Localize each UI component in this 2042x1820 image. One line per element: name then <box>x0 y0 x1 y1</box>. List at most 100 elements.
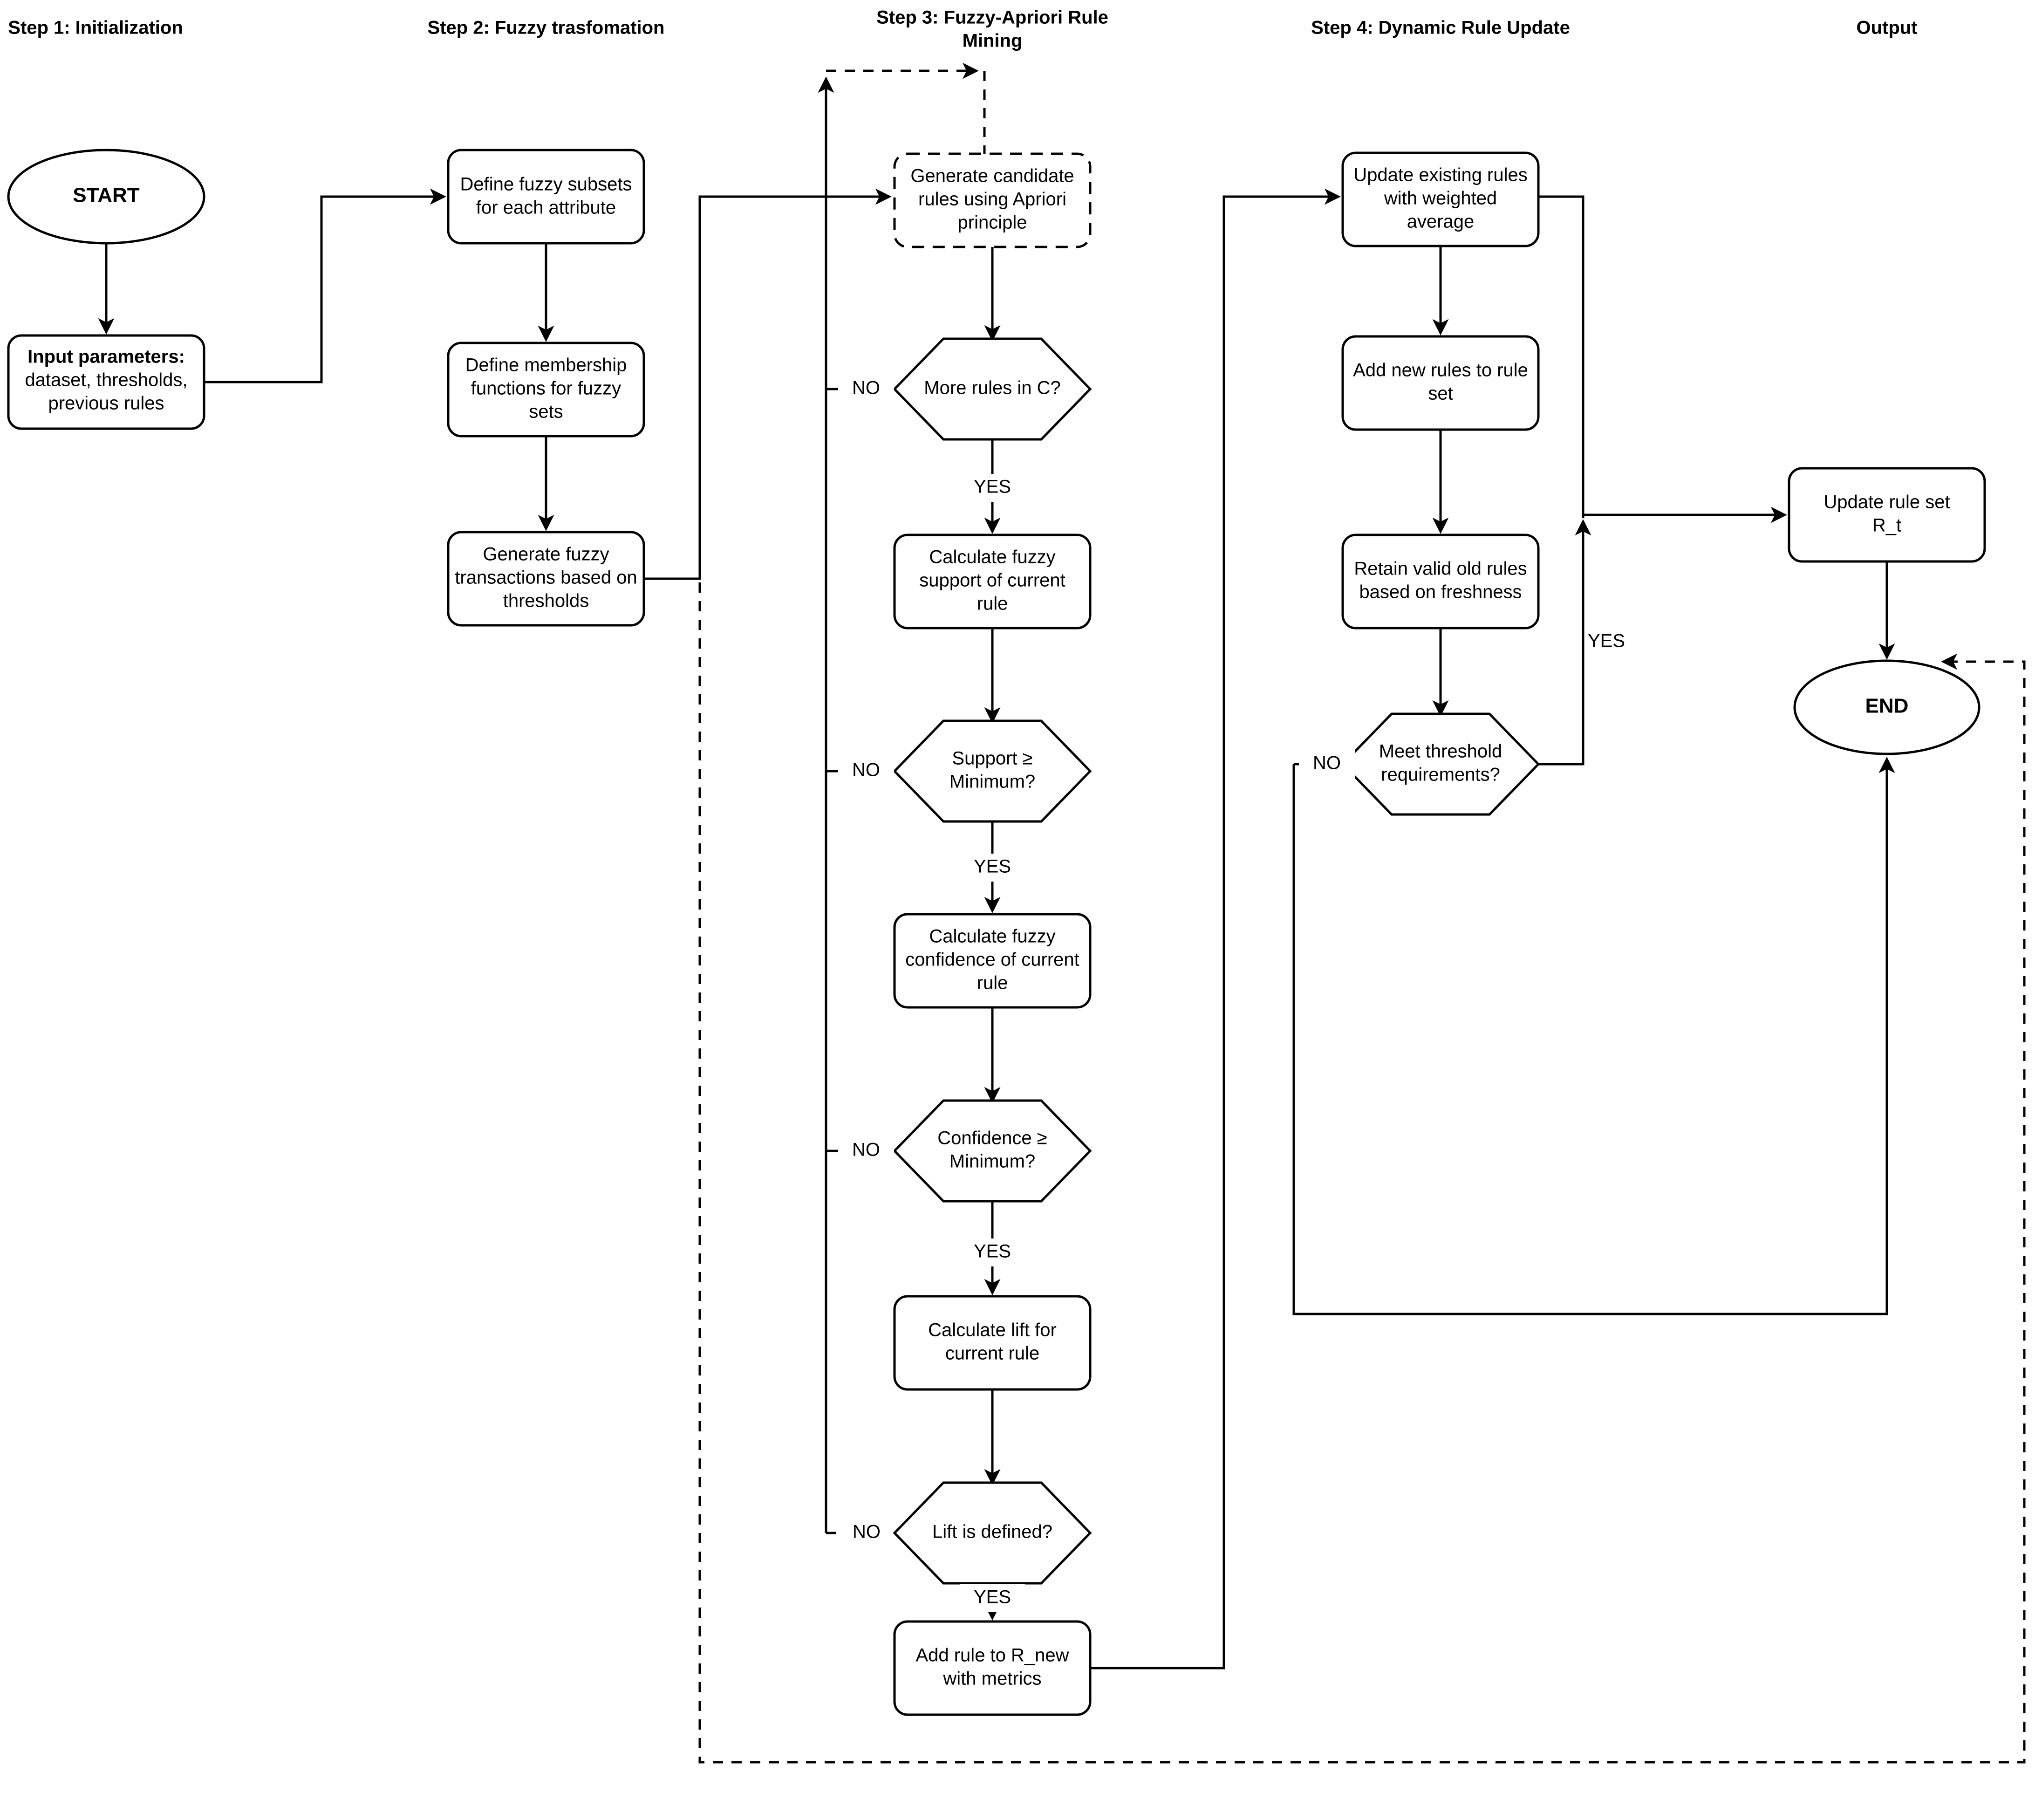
confidence-min-line1: Confidence ≥ <box>937 1128 1047 1149</box>
start-terminator-shape[interactable] <box>7 149 205 245</box>
retain-valid-line2: based on freshness <box>1359 582 1522 602</box>
node-calculate-fuzzy-confidence[interactable]: Calculate fuzzy confidence of current ru… <box>893 913 1092 1009</box>
node-generate-candidate-rules[interactable]: Generate candidate rules using Apriori p… <box>893 152 1092 248</box>
node-calculate-lift[interactable]: Calculate lift for current rule <box>893 1295 1092 1391</box>
end-terminator-shape[interactable] <box>1793 659 1981 755</box>
node-support-minimum-decision[interactable]: Support ≥ Minimum? <box>893 719 1092 823</box>
add-rule-line1: Add rule to R_new <box>915 1645 1069 1666</box>
phase-title-step2: Step 2: Fuzzy trasfomation <box>428 18 665 38</box>
generate-transactions-line1: Generate fuzzy <box>483 544 609 565</box>
yes-support-text: YES <box>974 856 1011 877</box>
update-rule-set-line1: Update rule set <box>1823 492 1950 513</box>
support-min-shape[interactable] <box>893 719 1092 823</box>
more-rules-shape[interactable] <box>893 337 1092 441</box>
define-fuzzy-subsets-line1: Define fuzzy subsets <box>460 174 632 195</box>
calc-confidence-line3: rule <box>977 973 1008 993</box>
node-update-existing-rules[interactable]: Update existing rules with weighted aver… <box>1341 151 1540 247</box>
edge-meet-threshold-no-loop <box>1292 757 1895 1315</box>
retain-valid-shape[interactable] <box>1341 534 1540 629</box>
calc-support-line1: Calculate fuzzy <box>929 547 1055 568</box>
retain-valid-line1: Retain valid old rules <box>1354 559 1527 579</box>
edge-label-yes-threshold: YES <box>1588 631 1625 651</box>
connectors <box>98 62 2026 1764</box>
node-define-fuzzy-subsets[interactable]: Define fuzzy subsets for each attribute <box>447 149 645 245</box>
no-threshold-text: NO <box>1313 753 1341 773</box>
node-update-rule-set[interactable]: Update rule set R_t <box>1788 467 1986 563</box>
generate-transactions-shape[interactable] <box>447 531 645 627</box>
add-new-rules-line1: Add new rules to rule <box>1353 360 1528 381</box>
define-membership-shape[interactable] <box>447 342 645 438</box>
input-parameters-shape[interactable] <box>7 334 205 430</box>
add-new-rules-shape[interactable] <box>1341 335 1540 431</box>
edge-label-yes-confidence: YES <box>960 1238 1025 1266</box>
calc-support-line3: rule <box>977 594 1008 614</box>
node-lift-defined-decision[interactable]: Lift is defined? <box>893 1481 1092 1585</box>
node-add-rule-to-rnew[interactable]: Add rule to R_new with metrics <box>893 1620 1092 1716</box>
meet-threshold-line1: Meet threshold <box>1379 741 1502 762</box>
generate-transactions-line3: thresholds <box>503 591 589 611</box>
confidence-min-line2: Minimum? <box>949 1151 1035 1172</box>
define-fuzzy-subsets-shape[interactable] <box>447 149 645 245</box>
define-membership-line3: sets <box>529 402 563 422</box>
update-existing-line1: Update existing rules <box>1353 165 1528 185</box>
calc-lift-shape[interactable] <box>893 1295 1092 1391</box>
node-generate-fuzzy-transactions[interactable]: Generate fuzzy transactions based on thr… <box>447 531 645 627</box>
calc-confidence-shape[interactable] <box>893 913 1092 1009</box>
lift-defined-shape[interactable] <box>893 1481 1092 1585</box>
update-existing-shape[interactable] <box>1341 151 1540 247</box>
phase-title-step4: Step 4: Dynamic Rule Update <box>1311 18 1570 38</box>
edge-update-existing-right-spine <box>1538 195 1584 518</box>
generate-candidates-line3: principle <box>958 212 1027 233</box>
calc-confidence-line2: confidence of current <box>905 950 1079 970</box>
yes-more-rules-halo <box>960 474 1025 502</box>
generate-candidates-line2: rules using Apriori <box>918 189 1066 210</box>
node-more-rules-decision[interactable]: More rules in C? <box>893 337 1092 441</box>
edge-transactions-to-candidates <box>644 188 892 580</box>
update-rule-set-shape[interactable] <box>1788 467 1986 563</box>
phase-titles: Step 1: Initialization Step 2: Fuzzy tra… <box>8 7 1917 51</box>
node-end[interactable]: END <box>1793 659 1981 755</box>
edge-label-no-confidence: NO <box>838 1137 894 1165</box>
node-retain-valid-old-rules[interactable]: Retain valid old rules based on freshnes… <box>1341 534 1540 629</box>
define-membership-line2: functions for fuzzy <box>471 378 621 399</box>
edge-label-no-threshold: NO <box>1299 750 1355 778</box>
calc-support-shape[interactable] <box>893 534 1092 629</box>
define-fuzzy-subsets-line2: for each attribute <box>476 198 616 218</box>
meet-threshold-shape[interactable] <box>1341 712 1540 816</box>
no-lift-text: NO <box>853 1522 881 1542</box>
add-rule-line2: with metrics <box>942 1669 1041 1689</box>
phase-title-output: Output <box>1856 18 1917 38</box>
node-input-parameters[interactable]: Input parameters: dataset, thresholds, p… <box>7 334 205 430</box>
input-parameters-label-line1: dataset, thresholds, <box>25 370 187 390</box>
edge-label-no-support: NO <box>838 757 894 785</box>
lift-defined-label: Lift is defined? <box>932 1522 1052 1542</box>
edge-label-yes-lift: YES <box>960 1584 1025 1612</box>
support-min-line1: Support ≥ <box>952 748 1032 769</box>
yes-lift-halo <box>960 1584 1025 1612</box>
define-membership-line1: Define membership <box>465 355 627 376</box>
end-label: END <box>1865 695 1909 718</box>
node-calculate-fuzzy-support[interactable]: Calculate fuzzy support of current rule <box>893 534 1092 629</box>
node-add-new-rules[interactable]: Add new rules to rule set <box>1341 335 1540 431</box>
edge-label-no-lift: NO <box>841 1519 892 1547</box>
yes-support-halo <box>960 854 1025 882</box>
start-label: START <box>73 184 140 207</box>
node-meet-threshold-decision[interactable]: Meet threshold requirements? <box>1341 712 1540 816</box>
no-confidence-text: NO <box>852 1140 880 1160</box>
node-confidence-minimum-decision[interactable]: Confidence ≥ Minimum? <box>893 1099 1092 1203</box>
add-new-rules-line2: set <box>1428 383 1453 404</box>
edge-labels: NO YES NO YES NO YES <box>838 375 1625 1612</box>
yes-more-rules-text: YES <box>974 477 1011 497</box>
add-rule-shape[interactable] <box>893 1620 1092 1716</box>
edge-global-dashed-return-to-end <box>698 582 2026 1764</box>
generate-candidates-shape[interactable] <box>893 152 1092 248</box>
calc-support-line2: support of current <box>919 570 1065 591</box>
generate-candidates-line1: Generate candidate <box>910 166 1074 186</box>
calc-confidence-line1: Calculate fuzzy <box>929 926 1055 947</box>
node-define-membership-functions[interactable]: Define membership functions for fuzzy se… <box>447 342 645 438</box>
edge-input-to-subsets <box>204 188 446 383</box>
confidence-min-shape[interactable] <box>893 1099 1092 1203</box>
node-start[interactable]: START <box>7 149 205 245</box>
